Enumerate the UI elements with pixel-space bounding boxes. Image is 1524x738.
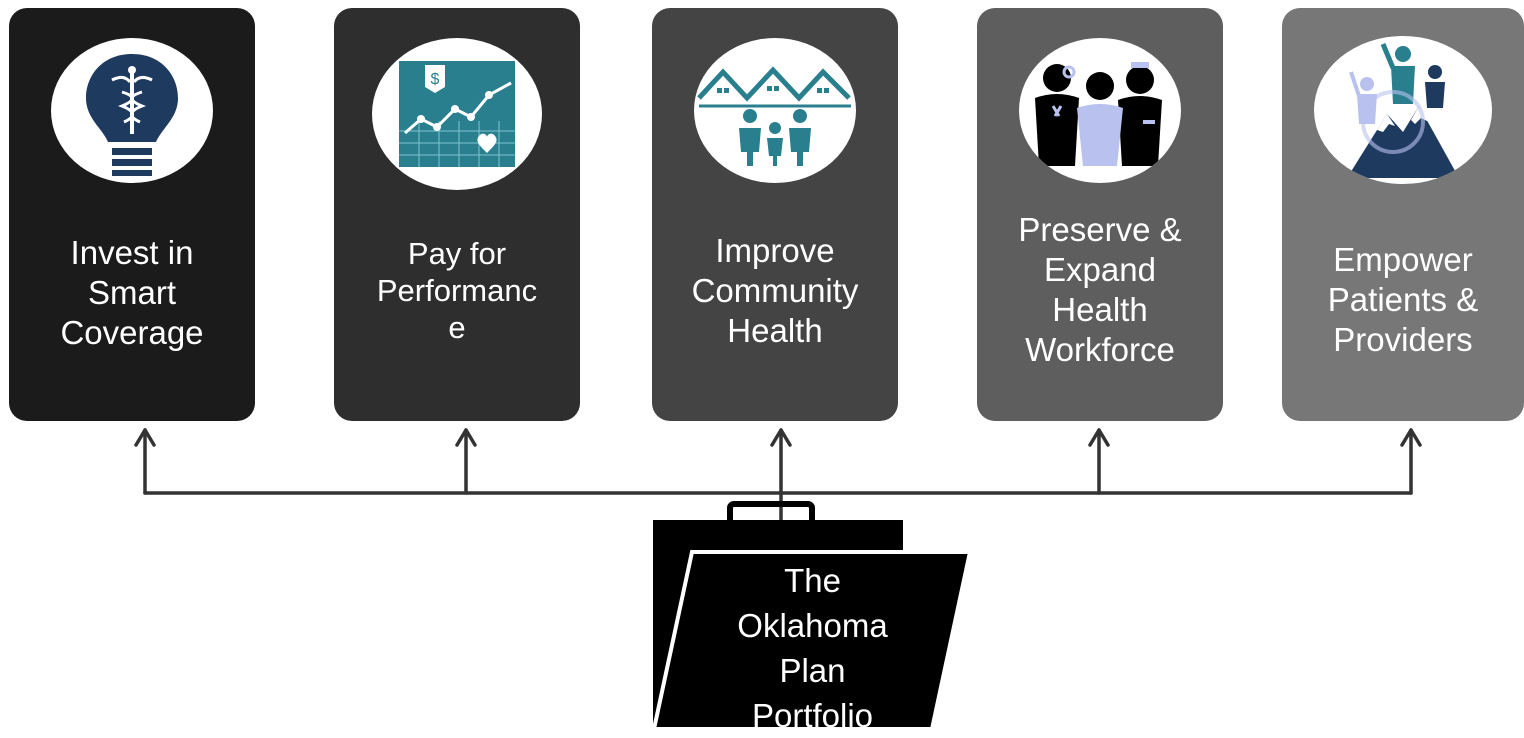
portfolio-label: The Oklahoma Plan Portfolio — [737, 562, 888, 734]
pillar-card-preserve-expand-workforce: Preserve & Expand Health Workforce — [977, 8, 1223, 421]
pillar-label: Preserve & Expand Health Workforce — [1018, 211, 1182, 368]
community-houses-icon — [694, 38, 856, 183]
pillar-label: Improve Community Health — [691, 232, 859, 349]
health-workers-icon — [1019, 38, 1181, 183]
mountain-summit-icon — [1314, 36, 1492, 184]
folder-icon — [651, 501, 973, 729]
pillar-card-empower-patients-providers: Empower Patients & Providers — [1282, 8, 1524, 421]
pillar-card-invest-smart-coverage: Invest in Smart Coverage — [9, 8, 255, 421]
pillar-label: Invest in Smart Coverage — [60, 234, 204, 351]
caduceus-lightbulb-icon — [51, 38, 213, 183]
pillar-label: Empower Patients & Providers — [1327, 241, 1479, 358]
pillar-card-improve-community-health: Improve Community Health — [652, 8, 898, 421]
pillar-card-pay-for-performance: $ Pay for Performanc e — [334, 8, 580, 421]
svg-text:$: $ — [431, 71, 440, 88]
pillar-label: Pay for Performanc e — [376, 236, 538, 345]
value-chart-icon: $ — [372, 38, 542, 190]
